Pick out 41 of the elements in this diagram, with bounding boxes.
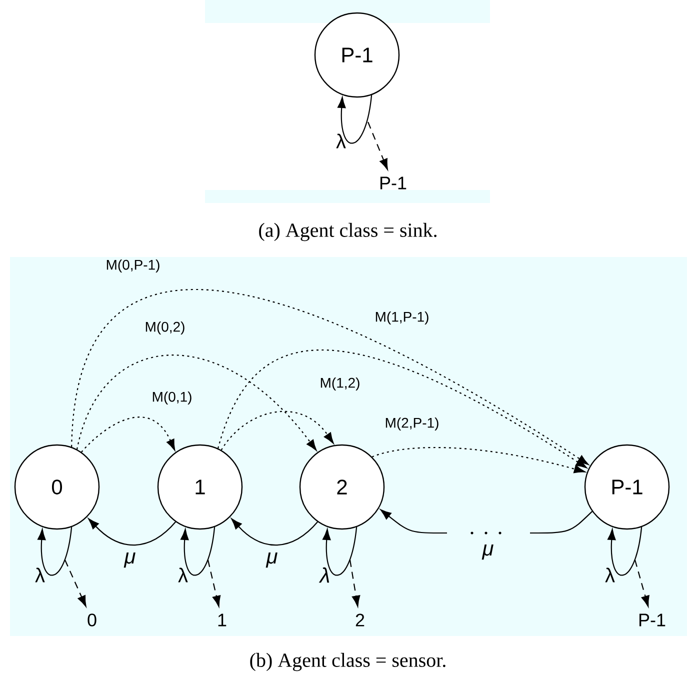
edge-label: λ	[318, 567, 330, 583]
edge-label: M(2,P-1)	[386, 417, 438, 431]
state-label: P-1	[639, 614, 666, 626]
arrow	[217, 350, 587, 468]
arrow	[368, 122, 388, 170]
edge-label: μ	[266, 552, 278, 568]
state-label: 0	[88, 614, 96, 626]
edge-label: M(0,1)	[152, 391, 192, 405]
arrow	[380, 509, 447, 534]
arrow	[634, 560, 650, 607]
edge-label: λ	[178, 568, 188, 582]
edge-label: μ	[124, 552, 136, 568]
arrow	[76, 354, 317, 451]
arrow	[81, 416, 176, 452]
loop-arrow	[180, 526, 216, 576]
arrow	[231, 518, 318, 546]
state-label: P-1	[380, 176, 406, 190]
arrow	[207, 560, 221, 607]
arrow	[88, 518, 176, 546]
edge-label: M(1,2)	[320, 377, 360, 391]
edge-label: M(0,P-1)	[106, 259, 160, 273]
arrow	[372, 447, 586, 474]
caption: (b) Agent class = sensor.	[250, 652, 446, 672]
edge-label: M(1,P-1)	[376, 311, 428, 325]
edge-label: λ	[336, 134, 346, 148]
loop-arrow	[608, 526, 642, 576]
edge-label: μ	[482, 544, 494, 560]
state-label: 1	[218, 614, 226, 626]
caption: (a) Agent class = sink.	[259, 222, 436, 242]
edge-label: λ	[605, 568, 615, 582]
edge-label: λ	[35, 568, 45, 582]
line	[530, 511, 592, 534]
loop-arrow	[338, 94, 372, 144]
arrow	[64, 560, 86, 607]
state-label: 2	[356, 614, 364, 626]
loop-arrow	[322, 526, 358, 576]
arrow	[71, 289, 589, 465]
arrow	[220, 410, 334, 450]
edge-label: M(0,2)	[146, 321, 184, 335]
loop-arrow	[38, 526, 72, 576]
arrow	[349, 560, 360, 607]
